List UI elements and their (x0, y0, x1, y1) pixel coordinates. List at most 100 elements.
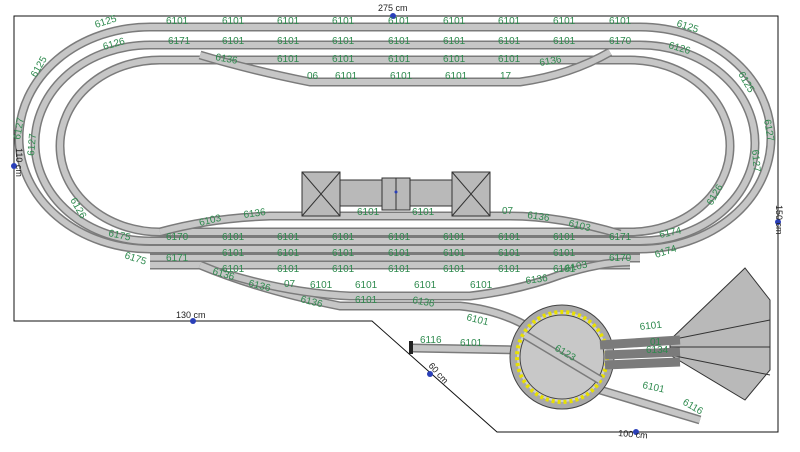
part-number-label: 6170 (609, 36, 632, 47)
dimension-markers (11, 13, 781, 435)
part-number-label: 6136 (411, 295, 435, 310)
part-number-label: 6136 (214, 52, 238, 67)
inner-loop (30, 40, 760, 246)
part-number-label: 6101 (222, 232, 245, 243)
part-number-label: 6101 (388, 248, 411, 259)
bottom-tracks (150, 253, 640, 270)
part-number-label: 6174 (658, 225, 682, 240)
part-number-label: 6136 (525, 273, 549, 287)
part-number-label: 6101 (470, 280, 493, 291)
part-number-label: 6101 (310, 280, 333, 291)
part-number-label: 6101 (553, 36, 576, 47)
part-number-label: 6101 (222, 264, 245, 275)
part-number-label: 6127 (12, 116, 27, 140)
part-number-label: 6101 (332, 248, 355, 259)
part-number-label: 6101 (465, 312, 490, 328)
part-number-label: 6170 (609, 253, 632, 264)
part-number-label: 6101 (498, 36, 521, 47)
part-number-label: 6101 (553, 232, 576, 243)
part-number-label: 6101 (166, 16, 189, 27)
part-number-label: 6101 (277, 248, 300, 259)
part-number-label: 6101 (388, 16, 411, 27)
part-number-label: 6101 (388, 264, 411, 275)
part-number-label: 6101 (277, 232, 300, 243)
part-number-label: 6101 (445, 71, 468, 82)
part-number-label: 6101 (553, 264, 576, 275)
part-number-label: 07 (284, 279, 296, 290)
part-number-label: 6136 (247, 278, 272, 294)
dim-top: 275 cm (378, 3, 408, 13)
part-number-label: 6101 (277, 16, 300, 27)
part-number-label: 6101 (355, 280, 378, 291)
part-number-label: 6101 (332, 264, 355, 275)
labels-bottom: 6136 6136 07 6101 6101 6101 6101 6136 61… (211, 259, 705, 417)
part-number-label: 6101 (609, 16, 632, 27)
part-number-label: 6101 (498, 16, 521, 27)
part-number-label: 6103 (198, 213, 223, 229)
dim-left: 110 cm (14, 148, 24, 177)
part-number-label: 06 (307, 71, 319, 82)
part-number-label: 6101 (388, 36, 411, 47)
dim-bottom-right: 100 cm (618, 428, 648, 441)
part-number-label: 6101 (639, 320, 663, 333)
part-number-label: 6101 (222, 248, 245, 259)
part-number-label: 6171 (609, 232, 632, 243)
part-number-label: 6136 (299, 294, 324, 310)
part-number-label: 17 (500, 71, 512, 82)
outer-loop (14, 22, 776, 254)
part-number-label: 6101 (388, 54, 411, 65)
part-number-label: 6134 (646, 345, 669, 356)
part-number-label: 6101 (277, 54, 300, 65)
part-number-label: 6101 (332, 36, 355, 47)
part-number-label: 6101 (443, 264, 466, 275)
part-number-label: 6171 (166, 253, 189, 264)
dim-right: 150 cm (774, 205, 784, 235)
part-number-label: 6101 (498, 232, 521, 243)
part-number-label: 6136 (243, 207, 267, 221)
part-number-label: 6101 (277, 36, 300, 47)
part-number-label: 6175 (107, 228, 131, 243)
part-number-label: 6101 (412, 207, 435, 218)
part-number-label: 6116 (420, 335, 442, 346)
part-number-label: 6101 (335, 71, 358, 82)
part-number-label: 6101 (277, 264, 300, 275)
part-number-label: 6101 (553, 248, 576, 259)
part-number-label: 6101 (498, 248, 521, 259)
labels-middle: 6101 6101 07 6103 6136 6136 6103 6175 61… (107, 206, 682, 275)
part-number-label: 6136 (539, 54, 563, 69)
part-number-label: 6101 (443, 248, 466, 259)
part-number-label: 6101 (332, 16, 355, 27)
part-number-label: 6101 (414, 280, 437, 291)
roundhouse (599, 267, 771, 401)
part-number-label: 6101 (443, 16, 466, 27)
part-number-label: 6170 (166, 232, 189, 243)
top-siding (198, 48, 613, 87)
part-number-label: 6101 (388, 232, 411, 243)
part-number-label: 6101 (390, 71, 413, 82)
part-number-label: 6101 (357, 207, 380, 218)
part-number-label: 6127 (749, 149, 762, 173)
part-number-label: 6101 (498, 264, 521, 275)
part-number-label: 6171 (168, 36, 191, 47)
middle-siding (158, 211, 622, 239)
part-number-label: 6101 (641, 380, 665, 395)
part-number-label: 6103 (564, 259, 588, 274)
part-number-label: 07 (502, 206, 514, 217)
part-number-label: 6101 (355, 295, 378, 306)
dim-bottom-left: 130 cm (176, 310, 206, 320)
branch-line (198, 257, 702, 425)
part-number-label: 6127 (26, 133, 39, 157)
part-number-label: 6101 (498, 54, 521, 65)
part-number-label: 6101 (332, 54, 355, 65)
part-number-label: 6101 (222, 36, 245, 47)
part-number-label: 6136 (527, 210, 551, 224)
part-number-label: 6101 (460, 338, 483, 349)
part-number-label: 6101 (443, 232, 466, 243)
part-number-label: 6103 (567, 218, 592, 234)
turntable (509, 304, 615, 410)
part-number-label: 6101 (332, 232, 355, 243)
part-number-label: 01 (650, 337, 662, 348)
part-number-label: 6101 (553, 16, 576, 27)
station-building (301, 171, 491, 217)
